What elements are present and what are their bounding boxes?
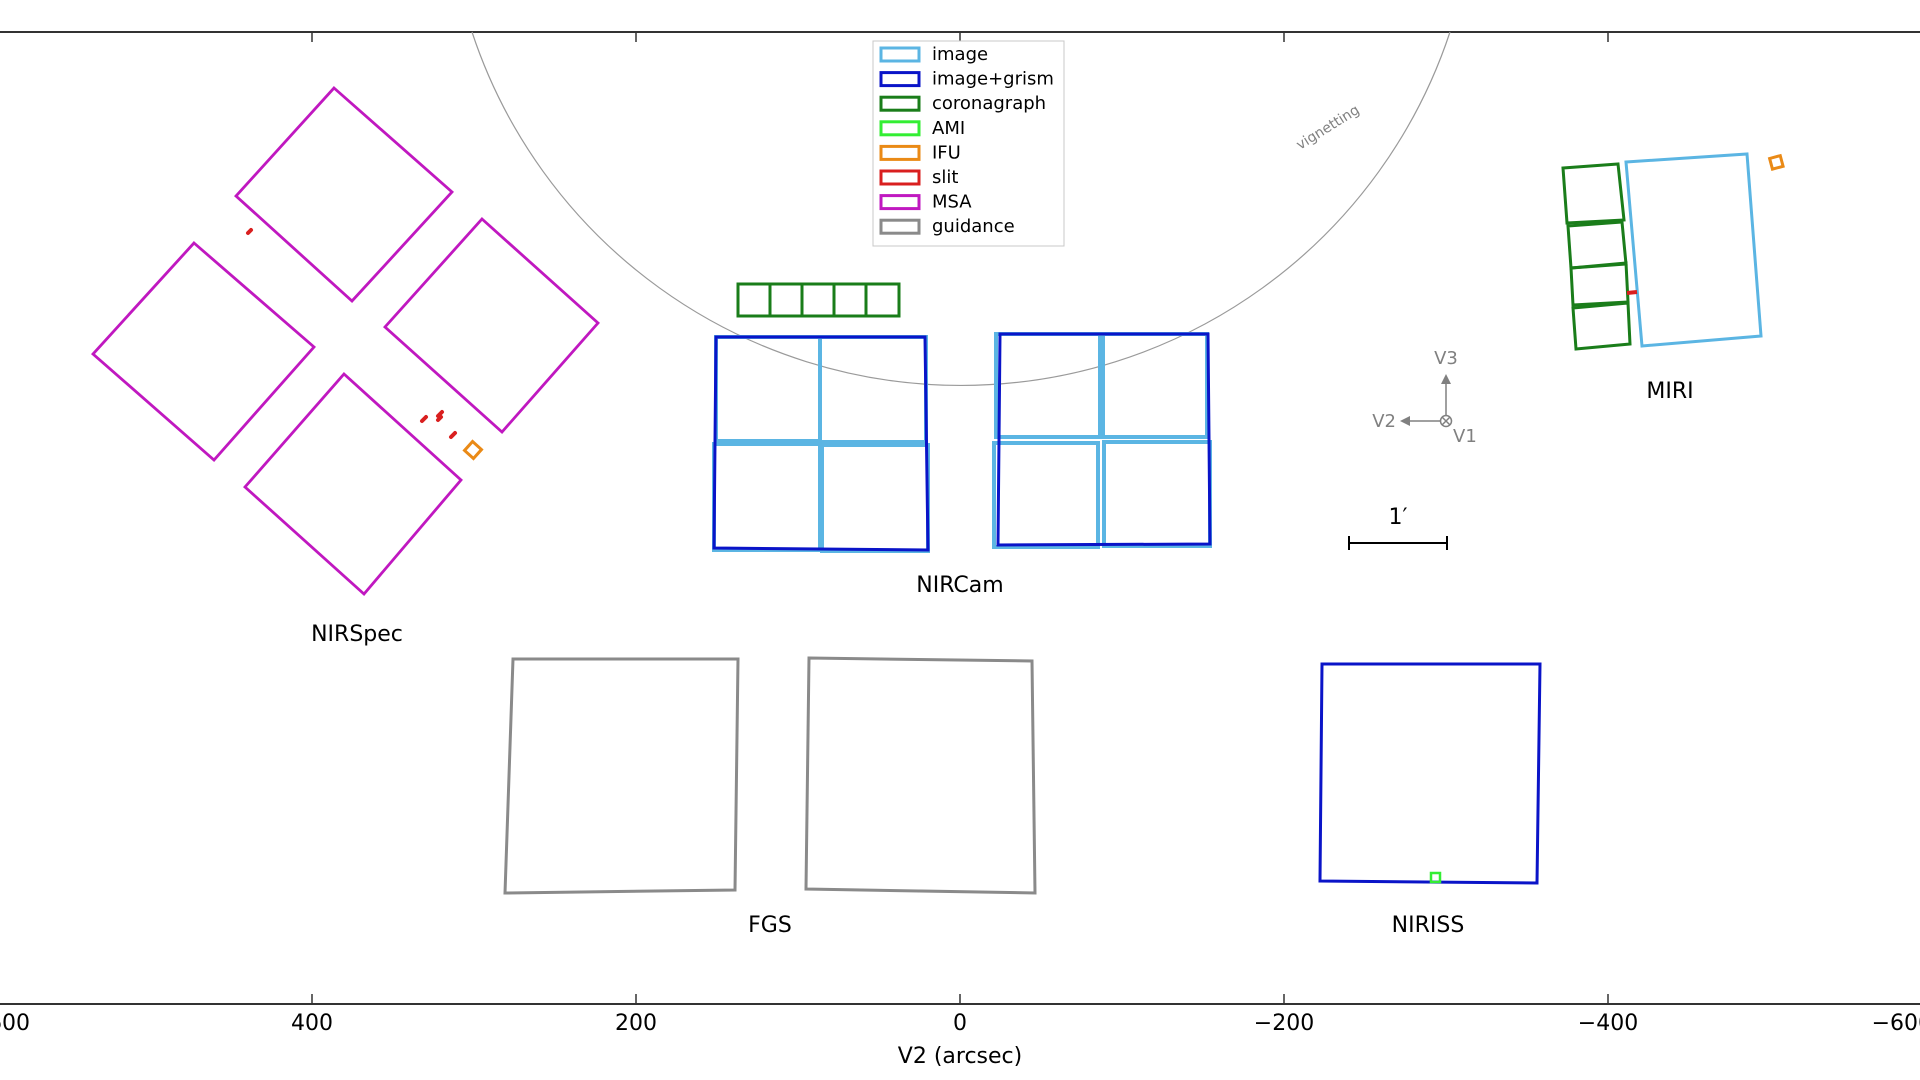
v1-label: V1 — [1453, 426, 1477, 447]
x-axis-label: V2 (arcsec) — [898, 1044, 1022, 1069]
x-axis-ticks — [311, 32, 1609, 1004]
legend-label: IFU — [932, 142, 961, 163]
legend-swatch — [879, 120, 921, 137]
x-tick-label: −600 — [1872, 1011, 1920, 1036]
fgs-guider — [804, 656, 1037, 895]
x-tick-label: 400 — [291, 1011, 333, 1036]
msa-quadrant — [234, 86, 454, 303]
miri-label: MIRI — [1646, 379, 1693, 404]
legend-swatch — [879, 46, 921, 63]
x-tick-label: 200 — [615, 1011, 657, 1036]
x-tick-label: 0 — [953, 1011, 967, 1036]
legend-label: image+grism — [932, 69, 1054, 90]
miri-slit — [1626, 290, 1638, 295]
legend-label: guidance — [932, 216, 1015, 237]
fgs-label: FGS — [748, 913, 792, 938]
vignetting-label: vignetting — [1294, 102, 1363, 153]
legend-swatch — [879, 71, 921, 88]
vignetting-circle — [471, 31, 1451, 386]
v3-label: V3 — [1434, 348, 1458, 369]
nirspec-ifu — [462, 439, 484, 461]
msa-quadrant — [383, 217, 600, 434]
legend-label: AMI — [932, 118, 965, 139]
niriss-detector — [1318, 662, 1542, 885]
scale-bar — [1348, 536, 1448, 550]
fgs-guider — [503, 657, 740, 895]
x-tick-label: −400 — [1578, 1011, 1638, 1036]
legend-label: slit — [932, 167, 958, 188]
nirspec-label: NIRSpec — [311, 622, 403, 647]
x-tick-label: 600 — [0, 1011, 30, 1036]
legend-swatch — [879, 95, 921, 112]
legend-swatch — [879, 194, 921, 211]
nircam-coronagraph-masks — [736, 282, 901, 318]
legend-label: coronagraph — [932, 93, 1046, 114]
legend-label: image — [932, 44, 988, 65]
msa-quadrant — [91, 241, 316, 462]
v3-arrowhead — [1441, 374, 1451, 384]
miri-ifu — [1767, 153, 1785, 171]
v2-arrowhead — [1400, 416, 1410, 426]
nircam-module-a-image — [712, 335, 930, 553]
nirspec-msa-quadrants — [91, 86, 600, 597]
x-tick-label: −200 — [1254, 1011, 1314, 1036]
legend-box — [872, 40, 1065, 247]
fgs-guiders — [503, 656, 1037, 895]
v-axis-compass: V3 V2 V1 — [1372, 348, 1477, 447]
nircam-module-b-image — [992, 332, 1212, 549]
v2-label: V2 — [1372, 411, 1396, 432]
msa-quadrant — [243, 372, 463, 597]
nircam-label: NIRCam — [916, 573, 1003, 598]
legend-swatch — [879, 218, 921, 235]
nirspec-slits — [246, 228, 457, 439]
nircam-module-a-grism — [712, 335, 930, 552]
legend-swatch — [879, 144, 921, 161]
legend-swatch — [879, 169, 921, 186]
nircam-module-b-grism — [996, 332, 1212, 547]
legend-label: MSA — [932, 192, 972, 213]
niriss-ami — [1429, 871, 1442, 884]
miri-imager — [1624, 152, 1763, 348]
scale-bar-label: 1′ — [1389, 505, 1408, 530]
niriss-label: NIRISS — [1392, 913, 1465, 938]
miri-coronagraphs — [1561, 162, 1632, 351]
